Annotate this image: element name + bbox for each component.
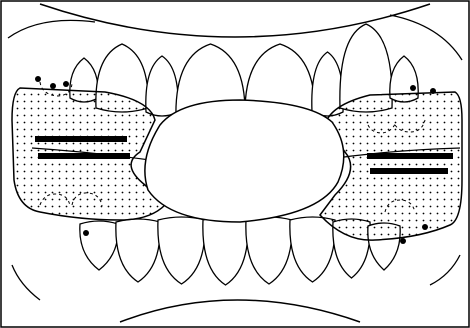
bracket-dot [63, 81, 69, 87]
bracket-dot [422, 224, 428, 230]
bracket-dot [410, 85, 416, 91]
left-lower-wire-bar [38, 153, 130, 159]
left-upper-wire-bar [35, 136, 127, 142]
right-lower-wire-bar [370, 168, 448, 174]
bracket-dot [83, 230, 89, 236]
right-upper-wire-bar [367, 153, 453, 159]
mouth-opening [145, 100, 344, 222]
bracket-dot [35, 76, 41, 82]
bracket-dot [400, 238, 406, 244]
bracket-dot [430, 88, 436, 94]
bracket-dot [50, 83, 56, 89]
